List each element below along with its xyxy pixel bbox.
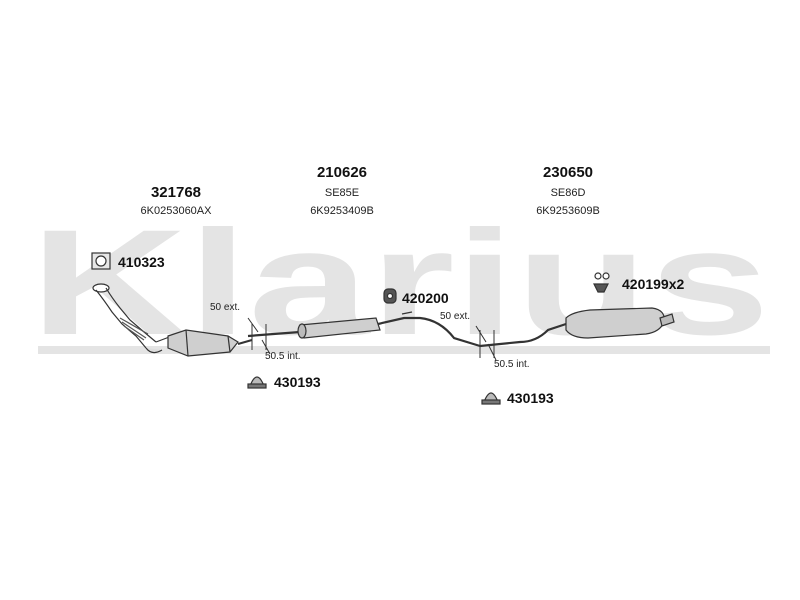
gasket-icon [91,252,111,270]
watermark-underline [38,346,770,354]
watermark-text: Klarius [30,226,770,358]
rear-silencer-oem-number: 6K9253609B [536,205,600,217]
left-joint-int-label: 50.5 int. [265,351,301,362]
hanger-rear-icon [593,272,610,293]
left-joint-ext-label: 50 ext. [210,302,241,313]
right-joint-int-label: 50.5 int. [494,359,530,370]
hanger-mid-icon [383,288,397,304]
front-pipe-drawing [92,283,173,354]
middle-silencer-oem-number: 6K9253409B [310,205,374,217]
gasket-part-number: 410323 [118,254,165,270]
front-pipe-part-number: 321768 [150,184,202,201]
left-joint-drawing [247,317,301,355]
middle-silencer-code: SE85E [324,187,360,199]
hanger-mid-part-number: 420200 [402,290,449,306]
right-joint-ext-label: 50 ext. [440,311,471,322]
middle-silencer-part-number: 210626 [316,164,368,181]
right-joint-drawing [475,325,497,361]
front-pipe-oem-number: 6K0253060AX [140,205,212,217]
watermark-logo: Klarius [30,226,770,358]
hanger-rear-part-number: 420199x2 [622,276,685,292]
rear-silencer-code: SE86D [550,187,586,199]
rear-silencer-drawing [479,307,675,348]
rear-silencer-part-number: 230650 [542,164,594,181]
clamp-left-icon [247,376,267,389]
catalytic-converter-drawing [167,329,253,357]
clamp-left-part-number: 430193 [274,374,321,390]
clamp-right-icon [481,392,501,405]
middle-silencer-drawing [297,311,481,348]
clamp-right-part-number: 430193 [507,390,554,406]
